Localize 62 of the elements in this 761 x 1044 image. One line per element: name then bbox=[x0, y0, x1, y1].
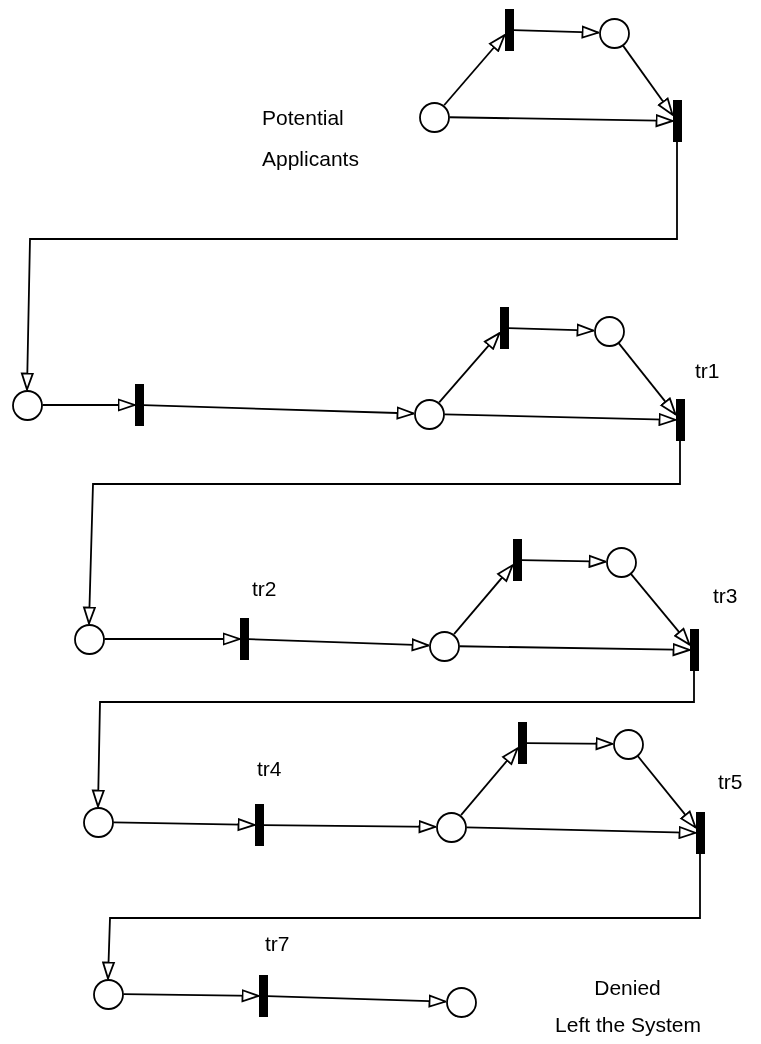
place-label: tr5 bbox=[718, 769, 744, 795]
arrow bbox=[512, 25, 600, 39]
transition-bar bbox=[239, 618, 249, 660]
place-circle bbox=[73, 623, 105, 655]
arrow bbox=[448, 114, 674, 128]
place-circle bbox=[82, 806, 114, 838]
transition-bar bbox=[689, 629, 699, 671]
arrow bbox=[443, 413, 677, 426]
arrow bbox=[630, 573, 691, 646]
arrow bbox=[102, 853, 701, 980]
arrow bbox=[525, 737, 614, 751]
place-label: Denied bbox=[593, 975, 662, 1001]
place-circle bbox=[413, 398, 445, 430]
arrow bbox=[465, 826, 697, 839]
arrow bbox=[112, 818, 256, 831]
place-circle bbox=[435, 811, 467, 843]
arrow bbox=[262, 820, 437, 834]
arrow bbox=[103, 632, 241, 646]
arrow bbox=[617, 342, 677, 416]
arrow bbox=[458, 643, 691, 657]
arrow bbox=[247, 638, 430, 652]
transition-bar bbox=[258, 975, 268, 1017]
place-label: tr4 bbox=[257, 756, 283, 782]
place-circle bbox=[418, 101, 450, 133]
transition-bar bbox=[504, 9, 514, 51]
place-circle bbox=[92, 978, 124, 1010]
place-label: tr1 bbox=[695, 358, 721, 384]
place-label: Potential Applicants bbox=[262, 105, 360, 172]
transition-bar bbox=[254, 804, 264, 846]
arrow bbox=[142, 404, 415, 420]
arrow bbox=[443, 34, 506, 107]
arrow bbox=[20, 141, 678, 391]
place-circle bbox=[593, 315, 625, 347]
transition-bar bbox=[695, 812, 705, 854]
place-circle bbox=[445, 986, 477, 1018]
place-circle bbox=[428, 630, 460, 662]
arrow bbox=[460, 747, 519, 817]
arrow bbox=[266, 994, 447, 1008]
transition-bar bbox=[499, 307, 509, 349]
place-label: tr7 bbox=[265, 931, 291, 957]
place-label: tr2 bbox=[252, 576, 278, 602]
arrow bbox=[83, 440, 681, 625]
arrow bbox=[636, 755, 697, 829]
transition-bar bbox=[517, 722, 527, 764]
arrow bbox=[41, 398, 136, 412]
arrow bbox=[622, 44, 674, 116]
place-circle bbox=[605, 546, 637, 578]
place-circle bbox=[598, 17, 630, 49]
arrow bbox=[122, 989, 260, 1003]
arrow bbox=[91, 670, 695, 808]
place-label: Left the System bbox=[554, 1012, 702, 1038]
place-circle bbox=[612, 728, 644, 760]
transition-bar bbox=[675, 399, 685, 441]
transition-bar bbox=[512, 539, 522, 581]
arrow bbox=[520, 555, 607, 568]
arrow bbox=[507, 323, 595, 337]
arrow bbox=[453, 564, 514, 636]
transition-bar bbox=[134, 384, 144, 426]
place-label: tr3 bbox=[713, 583, 739, 609]
arrow bbox=[438, 332, 501, 404]
transition-bar bbox=[672, 100, 682, 142]
place-circle bbox=[11, 389, 43, 421]
